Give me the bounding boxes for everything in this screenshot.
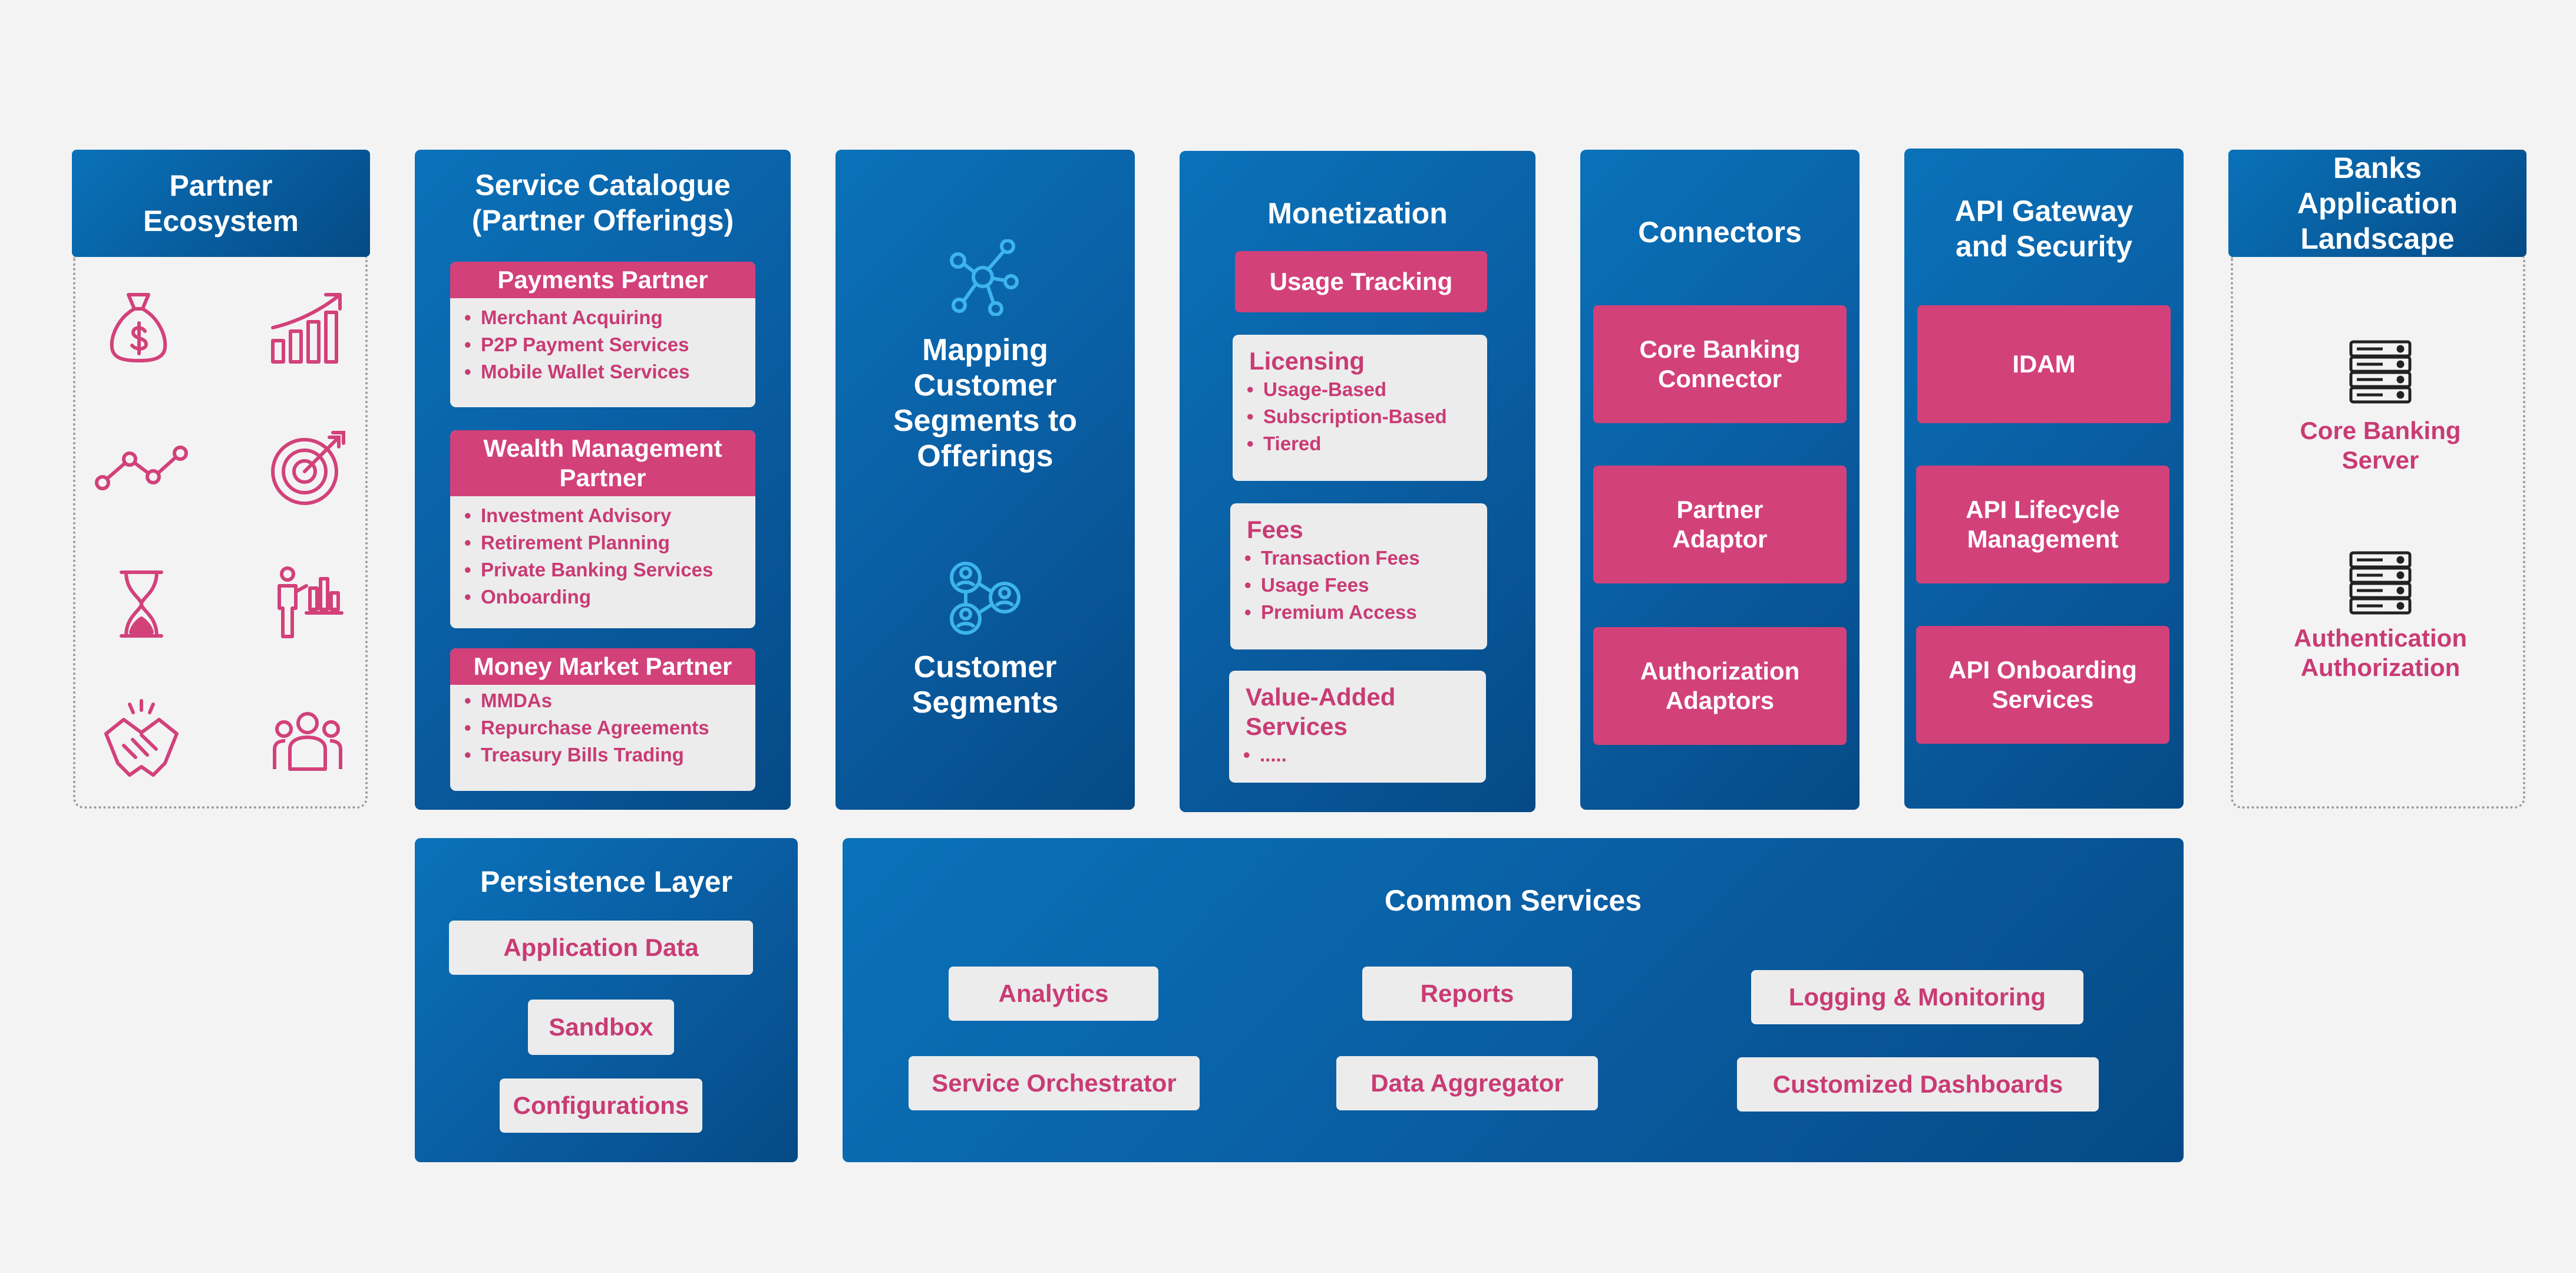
team-icon	[273, 712, 342, 771]
licensing-card: Licensing Usage-Based Subscription-Based…	[1233, 335, 1487, 481]
money-bag-icon	[110, 293, 167, 362]
target-icon	[271, 431, 345, 505]
list-item: Onboarding	[464, 583, 755, 611]
growth-chart-icon	[271, 293, 342, 364]
api-lifecycle-box: API Lifecycle Management	[1916, 466, 2169, 583]
list-item: Investment Advisory	[464, 502, 755, 529]
monetization-column: Monetization Usage Tracking Licensing Us…	[1180, 151, 1535, 812]
sandbox-box: Sandbox	[528, 1000, 674, 1055]
core-banking-connector-label: Core Banking Connector	[1639, 335, 1801, 393]
partner-ecosystem-title: Partner Ecosystem	[143, 169, 299, 238]
idam-box: IDAM	[1917, 305, 2171, 423]
api-gateway-column: API Gateway and Security IDAM API Lifecy…	[1904, 149, 2184, 809]
persistence-layer-title: Persistence Layer	[480, 865, 733, 898]
service-orchestrator-box: Service Orchestrator	[909, 1056, 1200, 1110]
money-market-partner-card: Money Market Partner MMDAs Repurchase Ag…	[450, 648, 755, 791]
connectors-title: Connectors	[1638, 216, 1802, 249]
partner-ecosystem-header: Partner Ecosystem	[72, 150, 370, 257]
service-catalogue-title: Service Catalogue (Partner Offerings)	[471, 169, 734, 237]
list-item: MMDAs	[464, 687, 755, 714]
banks-landscape-panel	[2231, 257, 2525, 809]
connectors-column: Connectors Core Banking Connector Partne…	[1580, 150, 1860, 810]
list-item: Tiered	[1247, 430, 1487, 457]
list-item: Private Banking Services	[464, 556, 755, 583]
core-banking-server-label: Core Banking Server	[2300, 417, 2461, 474]
analytics-box: Analytics	[949, 967, 1158, 1021]
authorization-adaptors-label: Authorization Adaptors	[1640, 657, 1800, 714]
list-item: Usage Fees	[1244, 572, 1487, 599]
data-aggregator-box: Data Aggregator	[1336, 1056, 1598, 1110]
server-icon	[2349, 340, 2412, 404]
banks-landscape-title: Banks Application Landscape	[2297, 151, 2458, 255]
partner-ecosystem-panel	[73, 257, 368, 809]
application-data-box: Application Data	[449, 921, 753, 975]
list-item: Usage-Based	[1247, 376, 1487, 403]
value-added-title: Value-Added Services	[1246, 683, 1396, 740]
fees-card: Fees Transaction Fees Usage Fees Premium…	[1230, 503, 1487, 649]
hourglass-icon	[120, 570, 163, 638]
handshake-icon	[104, 699, 179, 777]
api-onboarding-box: API Onboarding Services	[1916, 626, 2169, 744]
payments-partner-title: Payments Partner	[450, 262, 755, 298]
partner-adaptor-label: Partner Adaptor	[1672, 496, 1768, 553]
authorization-adaptors-box: Authorization Adaptors	[1593, 627, 1847, 745]
mapping-title: Mapping Customer Segments to Offerings	[893, 333, 1078, 473]
customer-segments-icon	[950, 562, 1021, 635]
list-item: .....	[1243, 741, 1486, 769]
customized-dashboards-box: Customized Dashboards	[1737, 1057, 2099, 1112]
list-item: Repurchase Agreements	[464, 714, 755, 741]
service-catalogue-column: Service Catalogue (Partner Offerings) Pa…	[415, 150, 791, 810]
line-trend-icon	[95, 446, 188, 490]
network-nodes-icon	[950, 239, 1019, 316]
reports-box: Reports	[1362, 967, 1572, 1021]
configurations-box: Configurations	[500, 1079, 702, 1133]
common-services-title: Common Services	[1384, 884, 1642, 917]
mapping-column: Mapping Customer Segments to Offerings C…	[835, 150, 1135, 810]
server-icon	[2349, 551, 2412, 615]
list-item: Premium Access	[1244, 599, 1487, 626]
payments-partner-card: Payments Partner Merchant Acquiring P2P …	[450, 262, 755, 407]
monetization-title: Monetization	[1267, 197, 1448, 230]
idam-label: IDAM	[2012, 350, 2076, 378]
licensing-title: Licensing	[1249, 347, 1365, 375]
core-banking-connector-box: Core Banking Connector	[1593, 305, 1847, 423]
list-item: Mobile Wallet Services	[464, 358, 755, 385]
wealth-partner-card: Wealth Management Partner Investment Adv…	[450, 430, 755, 628]
api-lifecycle-label: API Lifecycle Management	[1966, 496, 2120, 553]
list-item: P2P Payment Services	[464, 331, 755, 358]
customer-segments-label: Customer Segments	[911, 650, 1059, 720]
api-gateway-title: API Gateway and Security	[1954, 194, 2134, 263]
partner-adaptor-box: Partner Adaptor	[1593, 466, 1847, 583]
logging-monitoring-box: Logging & Monitoring	[1751, 970, 2083, 1024]
presenter-chart-icon	[278, 566, 344, 638]
usage-tracking-box: Usage Tracking	[1235, 251, 1487, 312]
list-item: Retirement Planning	[464, 529, 755, 556]
money-market-partner-title: Money Market Partner	[450, 648, 755, 685]
wealth-partner-title: Wealth Management Partner	[450, 430, 755, 496]
api-onboarding-label: API Onboarding Services	[1948, 656, 2137, 713]
authentication-authorization-label: Authentication Authorization	[2294, 624, 2467, 681]
list-item: Transaction Fees	[1244, 545, 1487, 572]
value-added-card: Value-Added Services .....	[1229, 671, 1486, 783]
persistence-layer-panel: Persistence Layer Application Data Sandb…	[415, 838, 798, 1162]
list-item: Merchant Acquiring	[464, 304, 755, 331]
list-item: Treasury Bills Trading	[464, 741, 755, 769]
list-item: Subscription-Based	[1247, 403, 1487, 430]
fees-title: Fees	[1247, 516, 1303, 543]
common-services-panel: Common Services Analytics Reports Loggin…	[843, 838, 2184, 1162]
banks-landscape-header: Banks Application Landscape	[2228, 150, 2527, 257]
